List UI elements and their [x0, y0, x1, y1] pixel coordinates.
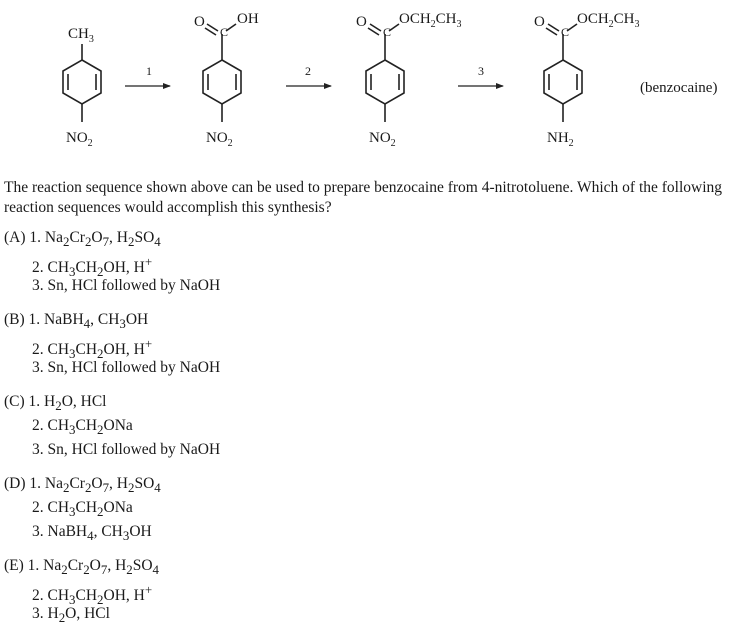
carbon-label: C [220, 25, 228, 39]
carbonyl-o-label: O [534, 14, 545, 30]
option-step: (D) 1. Na2Cr2O7, H2SO4 [4, 474, 161, 498]
option-step: (B) 1. NaBH4, CH3OH [4, 310, 148, 334]
step-reagents: Na2Cr2O7, H2SO4 [44, 475, 161, 496]
step-number: 1. [28, 393, 41, 410]
step-reagents: Sn, HCl followed by NaOH [47, 277, 221, 294]
step-number: 1. [27, 557, 40, 574]
reaction-arrow-1: 1 [125, 64, 171, 89]
carbonyl-o-label: O [194, 14, 205, 30]
no2-label: NO2 [66, 130, 93, 149]
option-step: (A) 1. Na2Cr2O7, H2SO4 [4, 228, 161, 252]
step-number: 2. [32, 259, 44, 277]
no2-label: NO2 [369, 130, 396, 149]
option-step: 3. Sn, HCl followed by NaOH [32, 276, 220, 296]
step-number: 2. [32, 499, 44, 516]
ch3-label: CH3 [68, 26, 94, 45]
step-number: 1. [29, 475, 42, 492]
step-reagents: Na2Cr2O7, H2SO4 [43, 557, 159, 578]
option-letter: (E) [4, 557, 24, 574]
step-reagents: Sn, HCl followed by NaOH [47, 441, 221, 458]
carbonyl-o-label: O [356, 14, 367, 30]
step-reagents: Sn, HCl followed by NaOH [47, 359, 221, 376]
step-reagents: H2O, HCl [44, 393, 107, 414]
option-step: 2. CH3CH2ONa [32, 498, 133, 522]
ester-label: OCH2CH3 [577, 11, 640, 30]
option-step: 3. Sn, HCl followed by NaOH [32, 440, 220, 460]
molecule-benzocaine: O C OCH2CH3 NH2 (benzocaine) [534, 11, 717, 149]
reaction-arrow-3: 3 [458, 64, 504, 89]
nh2-label: NH2 [547, 130, 574, 149]
step-reagents: NaBH4, CH3OH [44, 311, 149, 332]
option-step: (C) 1. H2O, HCl [4, 392, 107, 416]
reaction-arrow-2: 2 [286, 64, 332, 89]
step-number: 3. [32, 441, 44, 458]
step-reagents: CH3CH2ONa [47, 499, 133, 520]
step-number: 1. [28, 311, 41, 328]
reaction-scheme: CH3 NO2 1 O C OH NO2 2 O C OCH [62, 11, 717, 149]
step-number: 3. [32, 359, 44, 376]
no2-label: NO2 [206, 130, 233, 149]
step-reagents: NaBH4, CH3OH [47, 523, 152, 544]
option-step: 3. Sn, HCl followed by NaOH [32, 358, 220, 378]
step-number: 2. [32, 587, 44, 605]
carbon-label: C [561, 25, 569, 39]
option-step: 2. CH3CH2OH, H+ [32, 580, 152, 610]
option-step: 3. NaBH4, CH3OH [32, 522, 152, 546]
step-number-1: 1 [146, 64, 152, 78]
benzocaine-name: (benzocaine) [640, 80, 717, 96]
step-reagents: Na2Cr2O7, H2SO4 [44, 229, 161, 250]
ester-label: OCH2CH3 [399, 11, 462, 30]
step-number: 2. [32, 417, 44, 434]
option-step: (E) 1. Na2Cr2O7, H2SO4 [4, 556, 159, 580]
question-text: The reaction sequence shown above can be… [4, 179, 723, 216]
step-number: 3. [32, 605, 44, 622]
step-reagents: H2O, HCl [47, 605, 110, 626]
option-letter: (D) [4, 475, 26, 492]
step-number-3: 3 [478, 64, 484, 78]
molecule-4-nitrobenzoic-acid: O C OH NO2 [194, 11, 259, 149]
option-step: 3. H2O, HCl [32, 604, 110, 628]
step-reagents: CH3CH2ONa [47, 417, 133, 438]
option-letter: (A) [4, 229, 26, 246]
step-number-2: 2 [305, 64, 311, 78]
molecule-ethyl-4-nitrobenzoate: O C OCH2CH3 NO2 [356, 11, 462, 149]
carbon-label: C [383, 25, 391, 39]
step-reagents: CH3CH2OH, H+ [47, 582, 153, 608]
option-step: 2. CH3CH2OH, H+ [32, 252, 152, 282]
option-letter: (B) [4, 311, 25, 328]
step-number: 3. [32, 523, 44, 540]
option-letter: (C) [4, 393, 25, 410]
step-reagents: CH3CH2OH, H+ [47, 336, 153, 362]
option-step: 2. CH3CH2ONa [32, 416, 133, 440]
step-reagents: CH3CH2OH, H+ [47, 254, 153, 280]
step-number: 2. [32, 341, 44, 359]
step-number: 3. [32, 277, 44, 294]
molecule-4-nitrotoluene: CH3 NO2 [62, 26, 102, 149]
oh-label: OH [237, 11, 259, 27]
option-step: 2. CH3CH2OH, H+ [32, 334, 152, 364]
step-number: 1. [29, 229, 42, 246]
